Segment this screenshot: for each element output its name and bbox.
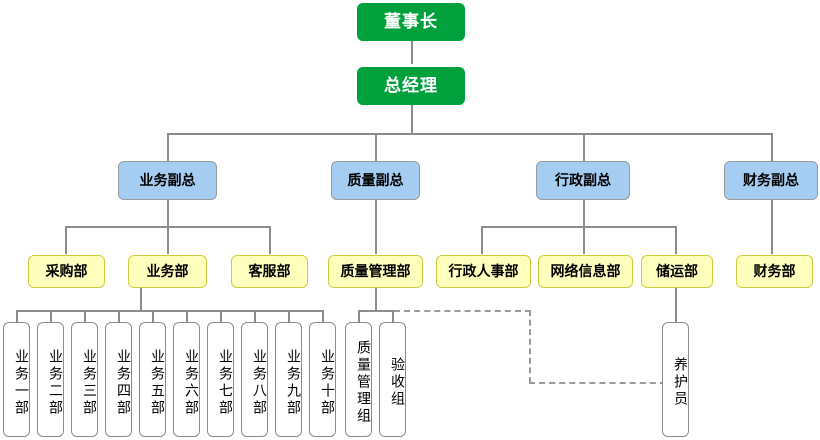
connector-dept-business-riser: [167, 226, 169, 254]
node-dept-quality-management[interactable]: 质量管理部: [328, 255, 423, 288]
connector-vp-business-drop: [167, 199, 169, 226]
node-team-7[interactable]: 业务七部: [207, 322, 234, 437]
connector-vp-bus: [167, 133, 771, 135]
connector-dept-network-info-riser: [583, 226, 585, 254]
connector-team-bus: [16, 310, 323, 312]
connector-chairman-to-gm: [411, 40, 413, 64]
connector-quality-dept-drop: [375, 288, 377, 310]
node-team-4[interactable]: 业务四部: [105, 322, 132, 437]
node-general-manager[interactable]: 总经理: [357, 67, 465, 105]
connector-quality-group-bus: [358, 310, 394, 312]
connector-team-3-riser: [84, 310, 86, 322]
connector-vp-business-riser: [167, 133, 169, 161]
node-team-2[interactable]: 业务二部: [37, 322, 64, 437]
connector-team-10-riser: [322, 310, 324, 322]
node-vp-admin[interactable]: 行政副总: [536, 161, 630, 200]
node-team-9[interactable]: 业务九部: [275, 322, 302, 437]
connector-team-5-riser: [152, 310, 154, 322]
node-group-quality-management[interactable]: 质量管理组: [345, 322, 372, 437]
connector-vp-finance-riser: [771, 133, 773, 161]
connector-dept-purchasing-riser: [65, 226, 67, 254]
node-dept-customer-service[interactable]: 客服部: [231, 255, 308, 288]
node-dept-purchasing[interactable]: 采购部: [28, 255, 105, 288]
node-dept-network-info[interactable]: 网络信息部: [538, 255, 633, 288]
node-team-5[interactable]: 业务五部: [139, 322, 166, 437]
node-dept-storage-transport[interactable]: 储运部: [641, 255, 713, 288]
connector-gm-drop: [411, 104, 413, 133]
connector-admin-dept-bus: [481, 226, 675, 228]
node-team-8[interactable]: 业务八部: [241, 322, 268, 437]
connector-team-7-riser: [220, 310, 222, 322]
connector-team-8-riser: [254, 310, 256, 322]
node-team-1[interactable]: 业务一部: [3, 322, 30, 437]
node-vp-finance[interactable]: 财务副总: [724, 161, 818, 200]
connector-team-6-riser: [186, 310, 188, 322]
node-team-3[interactable]: 业务三部: [71, 322, 98, 437]
connector-dept-customer-service-riser: [269, 226, 271, 254]
connector-vp-quality-riser: [375, 133, 377, 161]
connector-storage-to-maintenance: [675, 288, 677, 322]
dashed-link-quality-vertical: [529, 310, 531, 383]
connector-team-9-riser: [288, 310, 290, 322]
node-group-acceptance[interactable]: 验收组: [379, 322, 406, 437]
connector-team-4-riser: [118, 310, 120, 322]
node-team-6[interactable]: 业务六部: [173, 322, 200, 437]
node-dept-finance[interactable]: 财务部: [736, 255, 813, 288]
connector-vp-admin-riser: [583, 133, 585, 161]
node-staff-maintenance[interactable]: 养护员: [662, 322, 689, 437]
connector-vp-finance-drop: [771, 199, 773, 254]
connector-group-acceptance-riser: [392, 310, 394, 322]
node-chairman[interactable]: 董事长: [357, 3, 465, 41]
node-team-10[interactable]: 业务十部: [309, 322, 336, 437]
dashed-link-quality-top: [394, 310, 531, 312]
connector-team-1-riser: [16, 310, 18, 322]
node-vp-business[interactable]: 业务副总: [118, 161, 217, 200]
connector-group-quality-riser: [358, 310, 360, 322]
connector-dept-storage-riser: [675, 226, 677, 254]
connector-business-dept-drop: [140, 288, 142, 310]
node-dept-business[interactable]: 业务部: [128, 255, 207, 288]
connector-vp-admin-drop: [583, 199, 585, 226]
connector-team-2-riser: [50, 310, 52, 322]
connector-vp-quality-drop: [375, 199, 377, 254]
node-dept-admin-hr[interactable]: 行政人事部: [436, 255, 531, 288]
dashed-link-maintenance-bottom: [529, 382, 676, 384]
node-vp-quality[interactable]: 质量副总: [331, 161, 420, 200]
connector-dept-admin-hr-riser: [481, 226, 483, 254]
